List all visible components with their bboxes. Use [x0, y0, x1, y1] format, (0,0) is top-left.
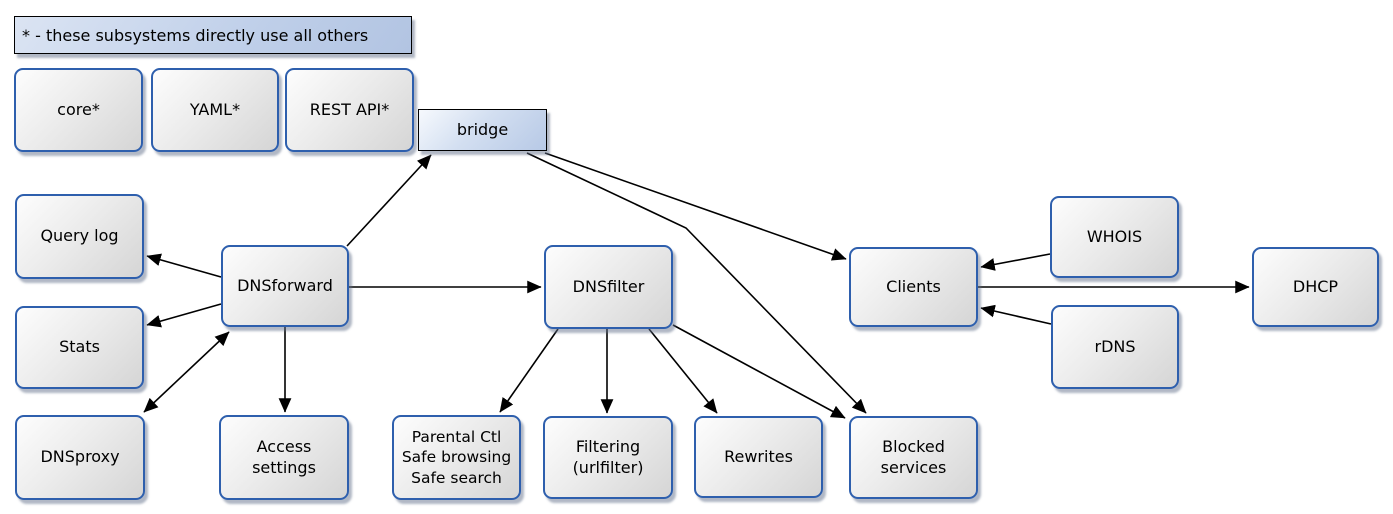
node-rest-api: REST API* [285, 68, 414, 152]
edge-dnsforward-stats [146, 303, 222, 328]
edge-bridge-blocked-services [526, 152, 867, 414]
node-dnsfilter: DNSfilter [544, 245, 673, 329]
edge-dnsfilter-blocked-services [672, 324, 846, 419]
edge-bridge-clients [544, 152, 847, 261]
node-dhcp: DHCP [1252, 247, 1379, 327]
edge-rdns-clients [980, 304, 1052, 325]
node-core: core* [14, 68, 143, 152]
node-clients: Clients [849, 247, 978, 327]
node-rdns: rDNS [1051, 305, 1179, 389]
node-dnsforward: DNSforward [221, 245, 349, 327]
node-filtering-urlfilter: Filtering (urlfilter) [543, 416, 673, 499]
node-access-settings: Access settings [219, 415, 349, 500]
node-blocked-services: Blocked services [849, 416, 978, 499]
node-stats: Stats [15, 306, 144, 389]
edge-dnsproxy-dnsforward-bidirectional [143, 331, 230, 413]
node-whois: WHOIS [1050, 196, 1179, 278]
node-query-log: Query log [15, 194, 144, 279]
edge-dnsfilter-rewrites [648, 328, 718, 414]
edge-dnsforward-query-log [146, 253, 222, 278]
node-parental-safebrowsing-safesearch: Parental Ctl Safe browsing Safe search [392, 415, 521, 500]
edge-dnsforward-bridge [346, 154, 432, 247]
node-bridge: bridge [418, 109, 547, 151]
edge-dnsfilter-parental [499, 328, 559, 413]
edge-whois-clients [980, 253, 1051, 271]
node-yaml: YAML* [151, 68, 279, 152]
node-rewrites: Rewrites [694, 416, 823, 498]
node-dnsproxy: DNSproxy [15, 415, 145, 500]
legend-note: * - these subsystems directly use all ot… [14, 16, 412, 54]
